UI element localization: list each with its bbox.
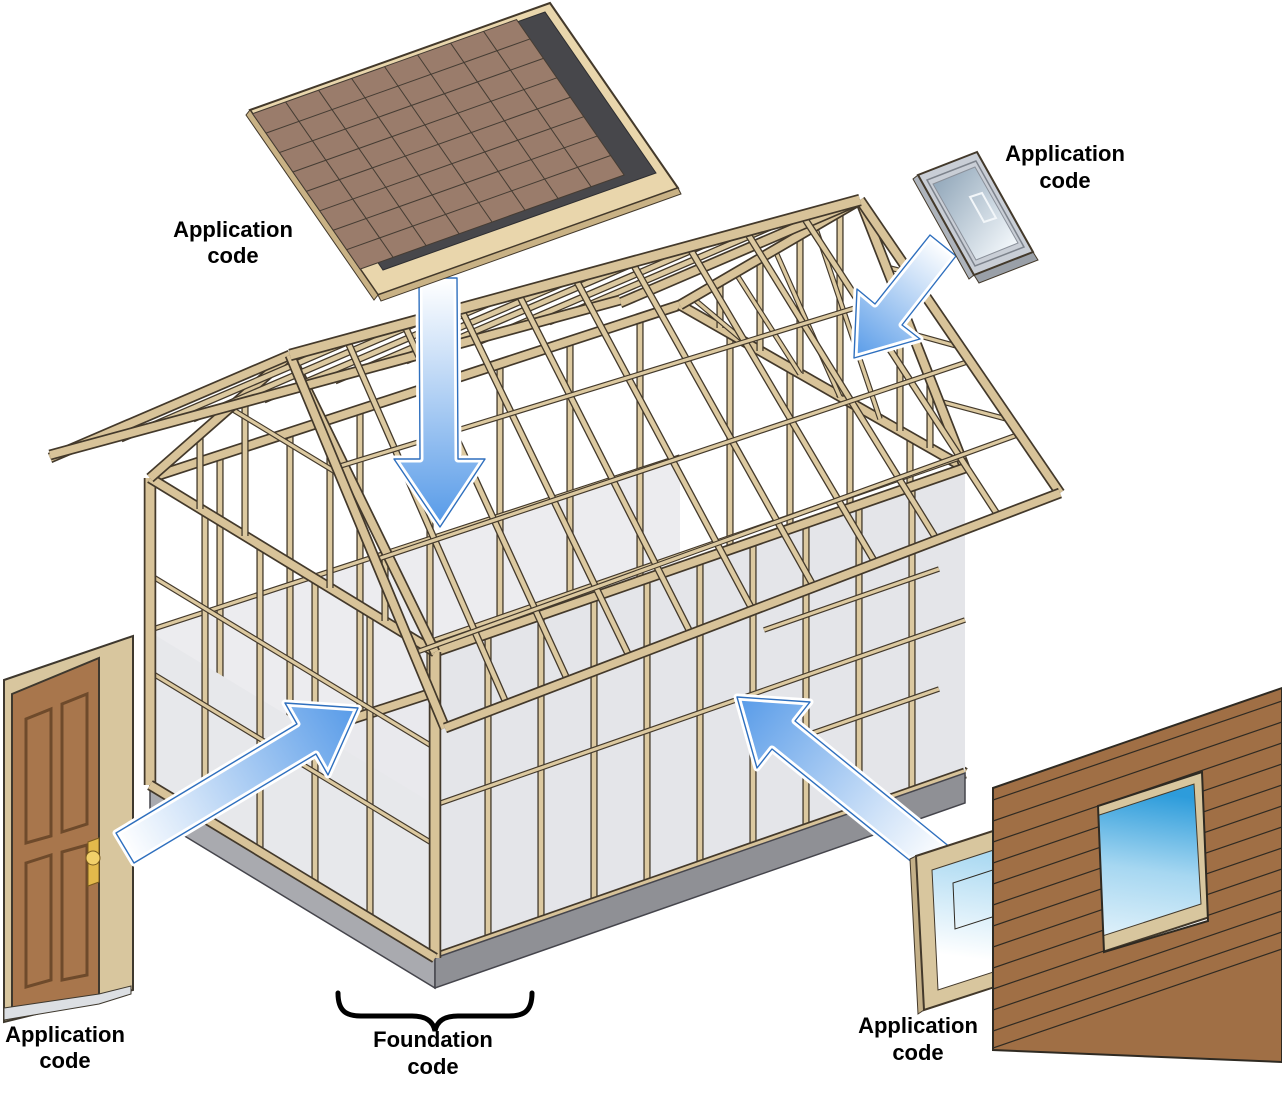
shingle-roof-panel [246,3,681,301]
application-code-label-roof-line1: Application [173,217,293,242]
foundation-brace [335,990,535,1032]
door-panel [24,852,53,989]
application-code-label-skylight-line1: Application [1005,141,1125,166]
foundation-code-label-line2: code [407,1054,458,1079]
foundation-code-label-line1: Foundation [373,1027,493,1052]
foundation-right-face [434,771,966,990]
application-code-label-door-line1: Application [5,1022,125,1047]
window-and-siding-panel [909,686,1282,1064]
roof-framing [47,193,1065,734]
skylight-glass [932,166,1019,261]
door-panel [24,706,53,845]
door-knob [85,850,101,866]
entry-door [3,634,134,1024]
application-code-label-window-line2: code [892,1040,943,1065]
skylight-reflection [968,191,998,224]
door-panel [60,691,89,835]
skylight-arrow-icon [850,231,960,362]
application-code-label-skylight-line2: code [1039,168,1090,193]
door-panel [60,843,89,982]
skylight-window [912,150,1039,284]
siding-board [992,686,1282,1064]
shingle-field [253,20,625,270]
foundation-slab [149,771,966,990]
labels: Application code Application code Applic… [5,141,1125,1079]
application-code-label-window-line1: Application [858,1013,978,1038]
window-arrow-icon [733,693,955,880]
door-threshold [3,985,132,1021]
application-code-label-door-line2: code [39,1048,90,1073]
application-code-label-roof-line2: code [207,243,258,268]
door-arrow-icon [112,699,362,867]
roof-panel-arrow-icon [390,274,489,531]
